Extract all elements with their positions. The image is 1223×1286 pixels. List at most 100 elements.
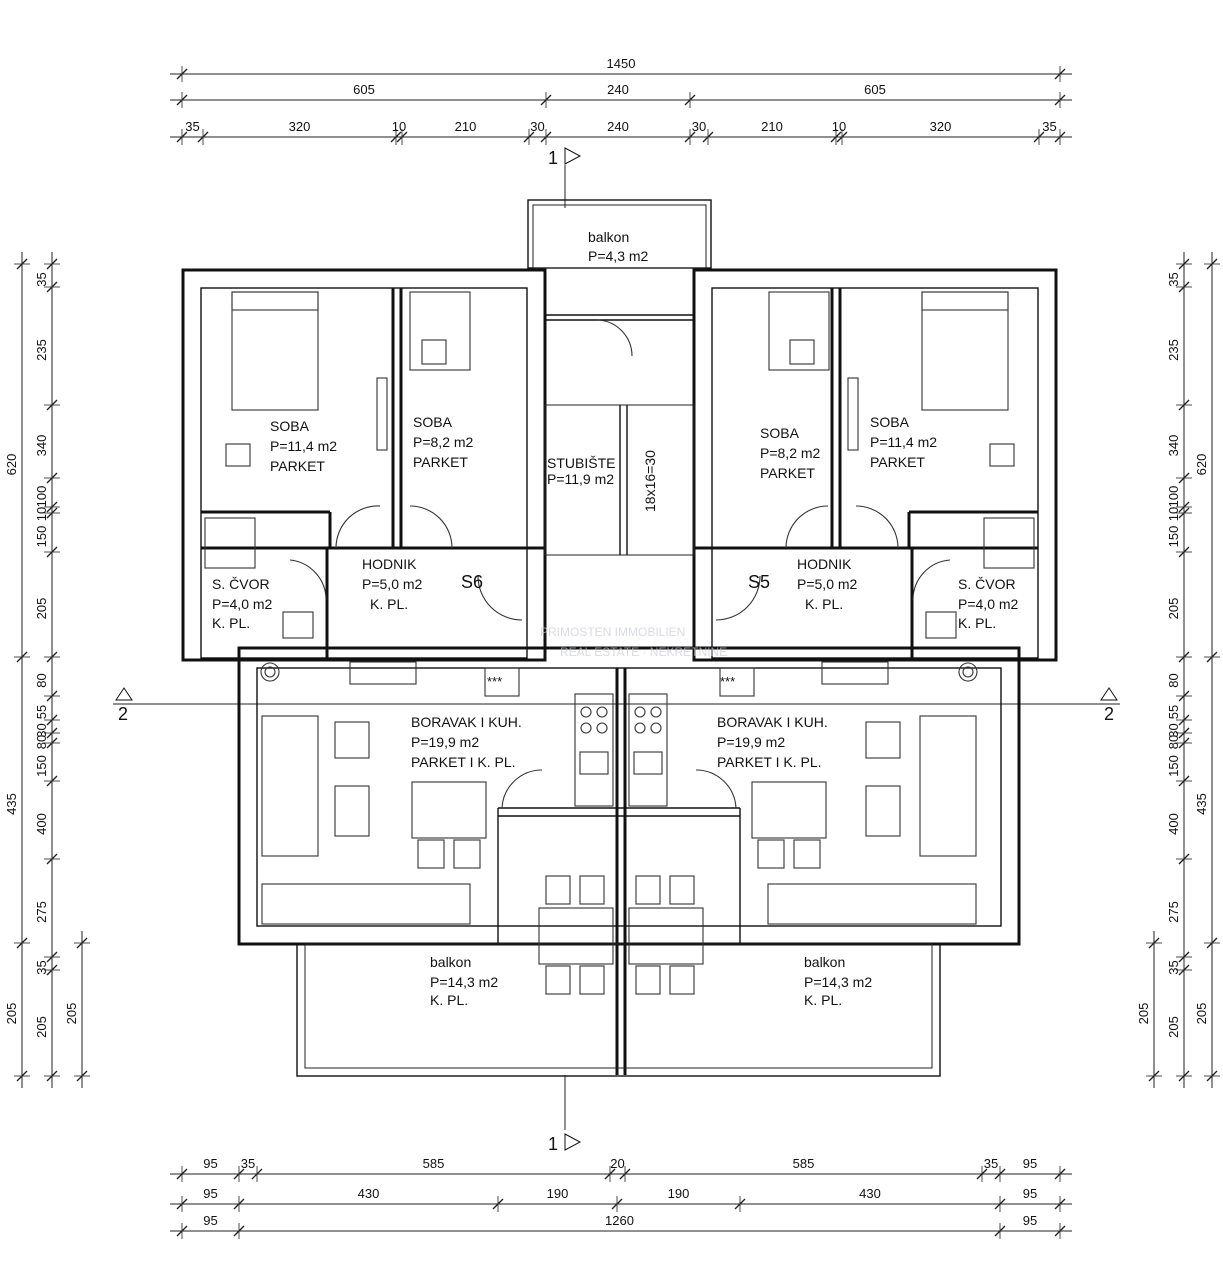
dimension-line — [1054, 68, 1066, 80]
dimension-label: 620 — [1194, 454, 1209, 476]
dimension-line — [1178, 951, 1190, 963]
dimension-label: 35 — [1042, 119, 1056, 134]
svg-text:PARKET: PARKET — [413, 454, 468, 470]
dimension-line — [604, 1168, 616, 1180]
dimension-line — [46, 690, 58, 702]
dimension-line — [734, 1198, 746, 1210]
dimension-label: 340 — [1166, 435, 1181, 457]
dimension-line — [1178, 507, 1190, 519]
dimension-line — [396, 131, 408, 143]
dimension-line — [233, 1198, 245, 1210]
dimension-label: 210 — [455, 119, 477, 134]
stubiste-label: STUBIŠTE P=11,9 m2 18x16=30 — [547, 450, 658, 512]
svg-text:2: 2 — [1104, 704, 1114, 724]
soba-left-small-label: SOBA P=8,2 m2 PARKET — [413, 414, 474, 470]
dimension-label: 35 — [185, 119, 199, 134]
dimension-line — [390, 131, 402, 143]
dimension-line — [523, 131, 535, 143]
unit-label-s5: S5 — [748, 572, 770, 592]
dimension-label: 35 — [1166, 960, 1181, 974]
dimension-label: 80 — [34, 735, 49, 749]
hodnik-left-label: HODNIK P=5,0 m2 K. PL. — [362, 556, 423, 612]
dimension-line — [1178, 501, 1190, 513]
svg-text:2: 2 — [118, 704, 128, 724]
svg-text:P=19,9 m2: P=19,9 m2 — [411, 734, 479, 750]
dimension-line — [46, 399, 58, 411]
svg-text:balkon: balkon — [804, 954, 845, 970]
dimension-line — [251, 1168, 263, 1180]
svg-text:HODNIK: HODNIK — [362, 556, 417, 572]
dimension-line — [46, 951, 58, 963]
svg-text:PARKET: PARKET — [870, 454, 925, 470]
hodnik-right-label: HODNIK P=5,0 m2 K. PL. — [797, 556, 858, 612]
svg-text:P=14,3 m2: P=14,3 m2 — [804, 974, 872, 990]
dimension-label: 55 — [34, 705, 49, 719]
dimension-label: 400 — [34, 813, 49, 835]
dimension-label: 20 — [610, 1156, 624, 1171]
dimension-label: 95 — [203, 1186, 217, 1201]
dimension-label: 100 — [34, 486, 49, 508]
dimension-label: 585 — [793, 1156, 815, 1171]
dimension-line — [1178, 714, 1190, 726]
svg-text:HODNIK: HODNIK — [797, 556, 852, 572]
svg-text:K. PL.: K. PL. — [430, 992, 468, 1008]
dimension-line — [611, 1198, 623, 1210]
cvor-left-label: S. ČVOR P=4,0 m2 K. PL. — [212, 576, 273, 631]
dimension-line — [46, 714, 58, 726]
section-mark-1-top: 1 — [548, 147, 582, 208]
svg-text:K. PL.: K. PL. — [212, 615, 250, 631]
dimension-line — [76, 1070, 88, 1082]
svg-text:S. ČVOR: S. ČVOR — [212, 576, 270, 592]
svg-text:SOBA: SOBA — [270, 418, 310, 434]
boravak-left-label: BORAVAK I KUH. P=19,9 m2 PARKET I K. PL. — [411, 714, 522, 770]
dimension-line — [176, 68, 188, 80]
dimension-label: 10 — [34, 507, 49, 521]
dimension-line — [1178, 737, 1190, 749]
dimension-line — [176, 1198, 188, 1210]
dimension-label: 95 — [1023, 1156, 1037, 1171]
dimension-label: 340 — [34, 435, 49, 457]
dimension-line — [1054, 1168, 1066, 1180]
dimension-label: 80 — [34, 673, 49, 687]
dimension-line — [994, 1198, 1006, 1210]
dimension-label: 35 — [1166, 272, 1181, 286]
dimension-label: 400 — [1166, 813, 1181, 835]
svg-text:S. ČVOR: S. ČVOR — [958, 576, 1016, 592]
svg-text:K. PL.: K. PL. — [805, 596, 843, 612]
dimension-line — [1054, 1198, 1066, 1210]
dimension-label: 605 — [864, 82, 886, 97]
dimension-line — [46, 507, 58, 519]
dimension-line — [46, 727, 58, 739]
dimension-line — [702, 131, 714, 143]
stars-right: *** — [720, 674, 735, 689]
dimension-label: 205 — [1136, 1003, 1151, 1025]
svg-text:P=14,3 m2: P=14,3 m2 — [430, 974, 498, 990]
dimension-label: 210 — [761, 119, 783, 134]
dimension-line — [492, 1198, 504, 1210]
svg-text:P=4,0 m2: P=4,0 m2 — [958, 596, 1019, 612]
dimension-line — [1148, 937, 1160, 949]
dimension-line — [16, 651, 28, 663]
dimension-label: 10 — [1166, 507, 1181, 521]
dimension-label: 30 — [1166, 723, 1181, 737]
dimension-line — [1178, 651, 1190, 663]
dimension-label: 190 — [668, 1186, 690, 1201]
dimension-line — [619, 1168, 631, 1180]
dimension-label: 190 — [547, 1186, 569, 1201]
soba-left-big-label: SOBA P=11,4 m2 PARKET — [270, 418, 337, 474]
dimension-line — [1206, 651, 1218, 663]
dimension-line — [1178, 727, 1190, 739]
section-mark-1-bottom: 1 — [548, 1075, 582, 1154]
dimension-line — [540, 94, 552, 106]
dimension-line — [233, 1225, 245, 1237]
svg-text:K. PL.: K. PL. — [370, 596, 408, 612]
dimension-line — [1054, 94, 1066, 106]
dimension-label: 435 — [1194, 793, 1209, 815]
svg-text:P=11,9 m2: P=11,9 m2 — [547, 471, 614, 487]
dimension-line — [46, 964, 58, 976]
dimension-line — [1178, 1070, 1190, 1082]
svg-text:SOBA: SOBA — [760, 425, 800, 441]
boravak-right-label: BORAVAK I KUH. P=19,9 m2 PARKET I K. PL. — [717, 714, 828, 770]
svg-text:PRIMOSTEN IMMOBILIEN: PRIMOSTEN IMMOBILIEN — [540, 625, 685, 639]
